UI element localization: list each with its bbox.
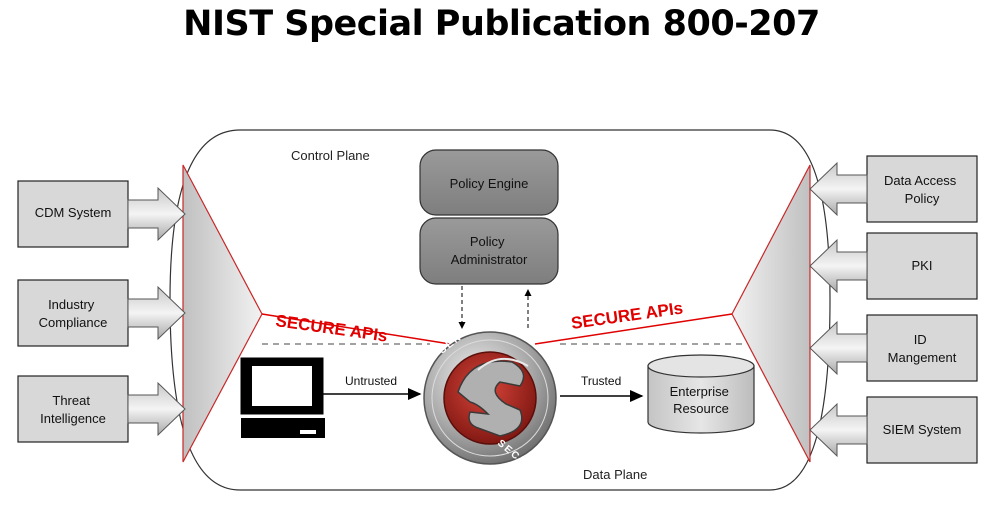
enterprise-resource-label: Enterprise Resource <box>670 384 733 416</box>
input-arrow-icon <box>809 402 868 458</box>
right-input-label: SIEM System <box>883 422 962 437</box>
untrusted-label: Untrusted <box>345 374 397 388</box>
right-input-data-access-policy: Data Access Policy <box>809 155 978 223</box>
helmet-icon <box>457 360 525 437</box>
secure-api-line-right <box>534 313 733 345</box>
left-input-cdm-system: CDM System <box>17 180 186 248</box>
policy-engine: Policy Engine <box>419 149 559 216</box>
policy-engine-label: Policy Engine <box>450 176 529 191</box>
right-funnel <box>731 164 811 463</box>
input-arrow-icon <box>809 161 868 217</box>
right-input-siem-system: SIEM System <box>809 396 978 464</box>
left-input-threat-intelligence: Threat Intelligence <box>17 375 186 443</box>
input-arrow-icon <box>809 238 868 294</box>
right-input-pki: PKI <box>809 232 978 300</box>
policy-administrator-label: Policy Administrator <box>451 234 528 267</box>
left-inputs: CDM System Industry Compliance Threat In… <box>17 180 186 443</box>
right-input-label: PKI <box>912 258 933 273</box>
input-arrow-icon <box>127 381 186 437</box>
left-input-label: Industry Compliance <box>39 297 108 330</box>
policy-administrator: Policy Administrator <box>419 217 559 285</box>
right-input-label: ID Mangement <box>888 332 957 365</box>
left-input-industry-compliance: Industry Compliance <box>17 279 186 347</box>
enterprise-resource-cylinder: Enterprise Resource <box>647 354 755 434</box>
subject-computer-icon <box>240 357 325 438</box>
page-title: NIST Special Publication 800-207 <box>183 4 820 44</box>
trusted-label: Trusted <box>581 374 621 388</box>
sentry-secured-badge: SENTRY SECURED <box>423 316 557 487</box>
control-plane-label: Control Plane <box>291 148 370 163</box>
right-inputs: Data Access Policy PKI ID Mangement SIEM… <box>809 155 978 464</box>
right-input-id-management: ID Mangement <box>809 314 978 382</box>
left-input-label: Threat Intelligence <box>40 393 106 426</box>
input-arrow-icon <box>127 285 186 341</box>
helmet-crest-icon <box>477 358 529 371</box>
input-arrow-icon <box>809 320 868 376</box>
right-input-label: Data Access Policy <box>884 173 960 206</box>
left-input-label: CDM System <box>35 205 112 220</box>
input-arrow-icon <box>127 186 186 242</box>
data-plane-label: Data Plane <box>583 467 647 482</box>
secure-api-line-left <box>261 313 451 345</box>
